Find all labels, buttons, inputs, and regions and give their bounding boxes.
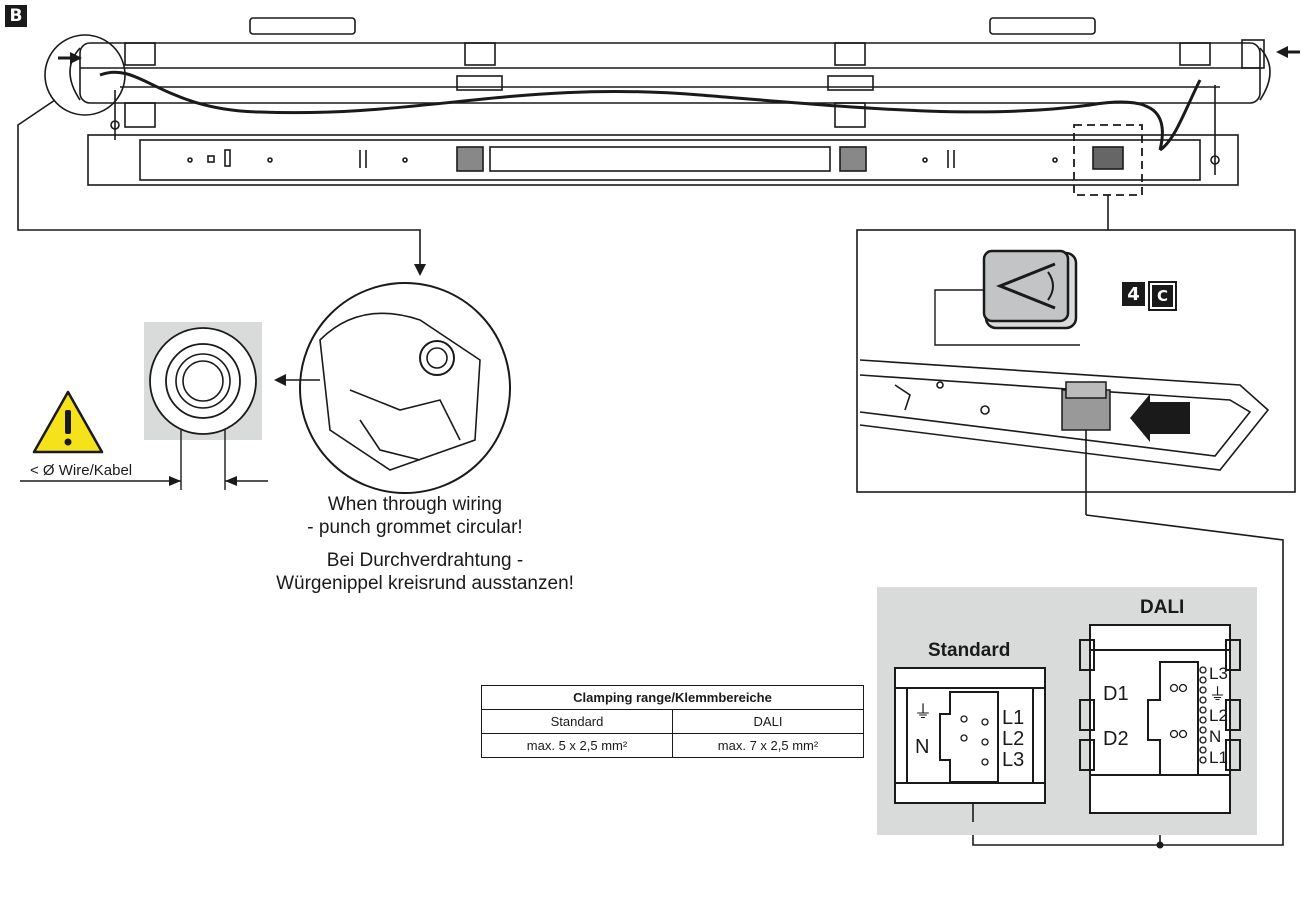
dali-label-l1: L1 xyxy=(1209,748,1228,767)
dali-earth-icon: ⏚ xyxy=(1209,685,1226,704)
dali-label-d2: D2 xyxy=(1103,728,1129,750)
dali-label-l3: L3 xyxy=(1209,664,1228,683)
note-de-line2: Würgenippel kreisrund ausstanzen! xyxy=(276,573,574,594)
wire-diameter-label: < Ø Wire/Kabel xyxy=(30,462,133,479)
view-tag-letter: C xyxy=(1148,281,1177,311)
dali-label-l2: L2 xyxy=(1209,706,1228,725)
detail-circle-marker xyxy=(44,34,126,116)
dali-terminal xyxy=(1079,624,1241,814)
table-title: Clamping range/Klemmbereiche xyxy=(481,685,864,710)
grommet-icon xyxy=(144,322,262,440)
dali-title: DALI xyxy=(1140,597,1185,618)
note-en-line2: - punch grommet circular! xyxy=(307,517,523,538)
luminaire-housing xyxy=(69,17,1271,128)
note-de-line1: Bei Durchverdrahtung - xyxy=(326,550,524,571)
view-direction-icon xyxy=(982,249,1078,330)
warning-icon xyxy=(32,390,104,454)
view-tag-number: 4 xyxy=(1122,282,1145,306)
note-de: Bei Durchverdrahtung - Würgenippel kreis… xyxy=(245,549,605,595)
table-cell-standard: max. 5 x 2,5 mm² xyxy=(481,733,673,758)
standard-label-n: N xyxy=(915,736,930,758)
standard-title: Standard xyxy=(928,640,1011,661)
clamping-range-table: Clamping range/Klemmbereiche Standard DA… xyxy=(481,685,864,758)
standard-label-l1: L1 xyxy=(1002,707,1025,729)
terminal-block xyxy=(1061,381,1111,515)
dali-label-d1: D1 xyxy=(1103,683,1129,705)
dali-label-n: N xyxy=(1209,727,1222,746)
gear-tray xyxy=(87,85,1239,186)
earth-icon: ⏚ xyxy=(914,702,932,722)
standard-terminal xyxy=(894,667,1046,804)
cable xyxy=(99,70,1164,151)
table-cell-dali: max. 7 x 2,5 mm² xyxy=(672,733,864,758)
note-en-line1: When through wiring xyxy=(327,494,503,515)
note-en: When through wiring - punch grommet circ… xyxy=(300,493,530,539)
table-header-dali: DALI xyxy=(672,709,864,734)
grommet-detail-magnified xyxy=(299,282,511,494)
standard-label-l3: L3 xyxy=(1002,749,1025,771)
figure-tag: B xyxy=(5,5,27,27)
push-arrow-icon xyxy=(1130,394,1190,442)
standard-label-l2: L2 xyxy=(1002,728,1025,750)
table-header-standard: Standard xyxy=(481,709,673,734)
